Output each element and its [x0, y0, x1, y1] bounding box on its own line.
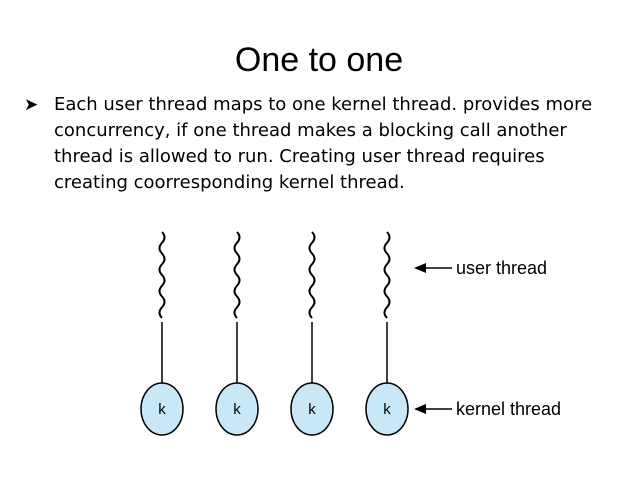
kernel-thread-pointer: kernel thread [414, 399, 561, 419]
kernel-node-label: k [383, 401, 391, 418]
user-thread-pointer: user thread [414, 258, 547, 278]
kernel-thread-arrow-head [414, 404, 426, 414]
kernel-thread-node [290, 382, 334, 436]
thread-pair: k [365, 231, 409, 436]
kernel-node-label: k [308, 401, 316, 418]
kernel-node-label: k [158, 401, 166, 418]
bullet-text: Each user thread maps to one kernel thre… [54, 94, 593, 193]
kernel-thread-node [140, 382, 184, 436]
user-thread-squiggle [233, 231, 241, 319]
bullet-item: ➤ Each user thread maps to one kernel th… [24, 92, 614, 196]
user-thread-squiggle [158, 231, 166, 319]
kernel-thread-label: kernel thread [456, 399, 561, 419]
thread-pair: k [140, 231, 184, 436]
slide-title: One to one [234, 41, 404, 79]
kernel-node-label: k [233, 401, 241, 418]
thread-pair: k [290, 231, 334, 436]
thread-pair: k [215, 231, 259, 436]
user-thread-squiggle [308, 231, 316, 319]
user-thread-label: user thread [456, 258, 547, 278]
user-thread-arrow-head [414, 263, 426, 273]
kernel-thread-node [215, 382, 259, 436]
kernel-thread-node [365, 382, 409, 436]
arrow-bullet-icon: ➤ [24, 95, 39, 114]
user-thread-squiggle [383, 231, 391, 319]
